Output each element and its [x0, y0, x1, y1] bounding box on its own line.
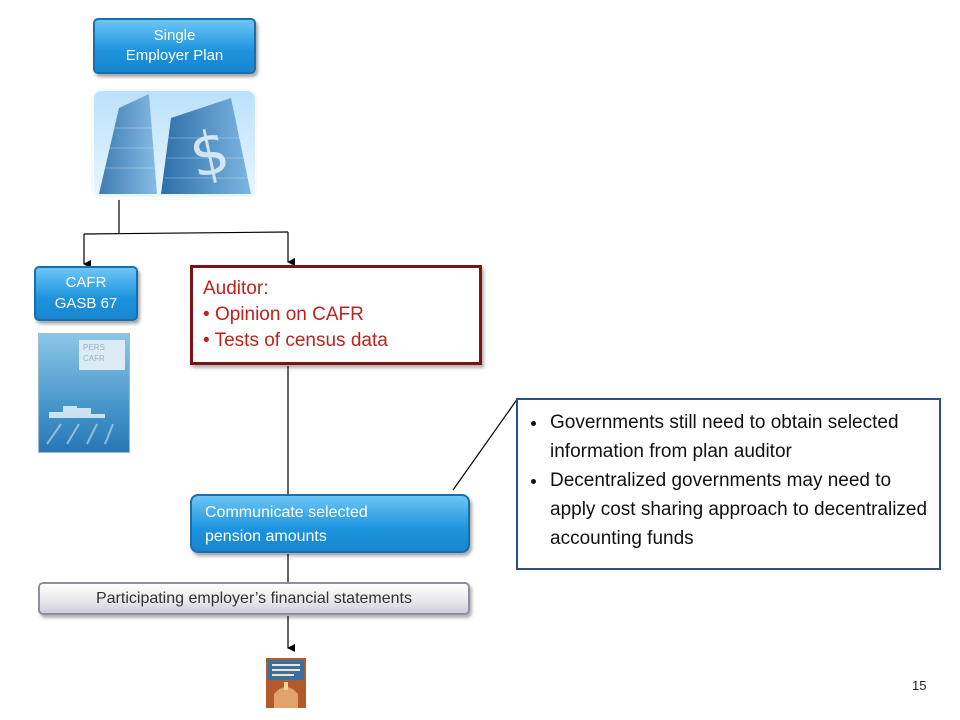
cafr-line2: GASB 67 — [54, 295, 118, 312]
single-employer-plan-box: Single Employer Plan — [93, 18, 256, 74]
auditor-title: Auditor: — [203, 278, 269, 299]
pers-cafr-cover: PERS CAFR — [38, 333, 130, 453]
callout-pointer — [452, 397, 519, 491]
communicate-line1: Communicate selected — [205, 504, 368, 521]
pers-cafr-label-line2: CAFR — [83, 354, 105, 363]
page-number: 15 — [912, 678, 927, 693]
connector-split — [83, 231, 289, 235]
auditor-bullet: Tests of census data — [203, 328, 479, 354]
annual-report-cover-image — [266, 658, 306, 708]
callout-list: Governments still need to obtain selecte… — [530, 408, 929, 553]
communicate-pension-amounts-box: Communicate selected pension amounts — [190, 494, 470, 553]
auditor-bullet: Opinion on CAFR — [203, 302, 479, 328]
cover-graphic — [46, 406, 114, 445]
single-employer-line2: Employer Plan — [125, 47, 224, 64]
skyscraper-image: $ — [91, 88, 258, 200]
callout-box: Governments still need to obtain selecte… — [516, 398, 941, 570]
callout-bullet: Governments still need to obtain selecte… — [548, 408, 929, 466]
cafr-gasb67-box: CAFR GASB 67 — [34, 266, 138, 321]
auditor-box: Auditor: Opinion on CAFR Tests of census… — [190, 265, 482, 365]
cafr-line1: CAFR — [65, 274, 107, 291]
communicate-line2: pension amounts — [205, 528, 327, 545]
callout-bullet: Decentralized governments may need to ap… — [548, 466, 929, 553]
employer-statements-box: Participating employer’s financial state… — [38, 582, 470, 615]
single-employer-line1: Single — [153, 27, 196, 44]
pers-cafr-label: PERS CAFR — [79, 340, 125, 370]
pers-cafr-label-line1: PERS — [83, 343, 105, 352]
